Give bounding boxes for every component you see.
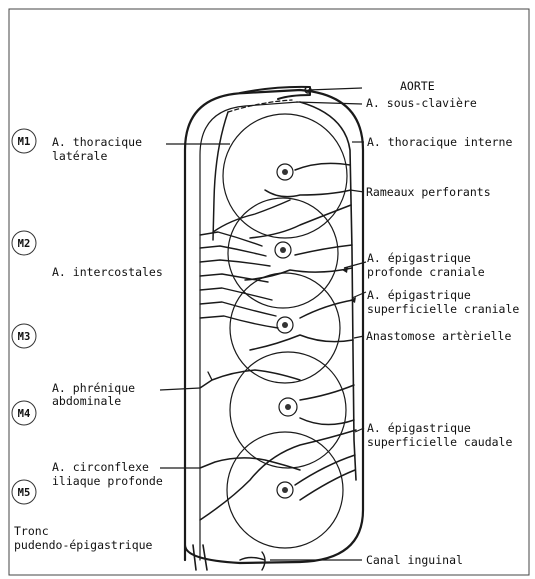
- label-epigastrique-superficielle-caudale-2: superficielle caudale: [367, 435, 512, 449]
- inguinal-canal-vessel: [240, 552, 265, 570]
- mamma-marker-m3: M3: [12, 324, 36, 348]
- perforating-branches: [245, 163, 355, 500]
- svg-text:M5: M5: [18, 487, 31, 499]
- label-epigastrique-profonde-2: profonde craniale: [367, 265, 485, 279]
- label-intercostales: A. intercostales: [52, 265, 163, 279]
- label-aorte: AORTE: [400, 79, 435, 93]
- internal-thoracic-artery: [300, 102, 356, 480]
- label-circonflexe-2: iliaque profonde: [52, 474, 163, 488]
- svg-text:M3: M3: [18, 331, 31, 343]
- svg-text:M4: M4: [18, 408, 31, 420]
- label-epigastrique-superficielle-craniale-1: A. épigastrique: [367, 288, 471, 302]
- label-canal-inguinal: Canal inguinal: [366, 553, 463, 567]
- label-sous-claviere: A. sous-clavière: [366, 96, 477, 110]
- label-anastomose: Anastomose artèrielle: [366, 329, 511, 343]
- mamma-marker-m1: M1: [12, 129, 36, 153]
- superficial-caudal-epigastric: [200, 430, 356, 520]
- mamma-marker-m5: M5: [12, 480, 36, 504]
- label-phrenique-2: abdominale: [52, 394, 121, 408]
- subclavian-artery: [228, 100, 292, 112]
- mammary-gland-5: [227, 432, 343, 548]
- leader-lines: [160, 88, 366, 560]
- phrenic-abdominal-branch-2: [208, 372, 212, 380]
- svg-text:M1: M1: [18, 136, 31, 148]
- phrenic-abdominal-branch: [200, 370, 300, 388]
- label-phrenique-1: A. phrénique: [52, 381, 135, 395]
- mammary-gland-3: [230, 273, 340, 383]
- mamma-marker-m4: M4: [12, 401, 36, 425]
- body-outline: [185, 90, 363, 563]
- mamma-marker-m2: M2: [12, 231, 36, 255]
- label-epigastrique-superficielle-caudale-1: A. épigastrique: [367, 421, 471, 435]
- label-tronc-1: Tronc: [14, 524, 49, 538]
- label-circonflexe-1: A. circonflexe: [52, 460, 149, 474]
- label-epigastrique-superficielle-craniale-2: superficielle craniale: [367, 302, 519, 316]
- label-thoracique-laterale-1: A. thoracique: [52, 135, 142, 149]
- svg-text:M2: M2: [18, 238, 31, 250]
- mammary-gland-1: [223, 114, 347, 238]
- label-thoracique-laterale-2: latérale: [52, 149, 107, 163]
- lateral-thoracic-artery: [213, 112, 228, 240]
- label-rameaux-perforants: Rameaux perforants: [366, 185, 491, 199]
- label-thoracique-interne: A. thoracique interne: [367, 135, 512, 149]
- label-epigastrique-profonde-1: A. épigastrique: [367, 251, 471, 265]
- label-tronc-2: pudendo-épigastrique: [14, 538, 153, 552]
